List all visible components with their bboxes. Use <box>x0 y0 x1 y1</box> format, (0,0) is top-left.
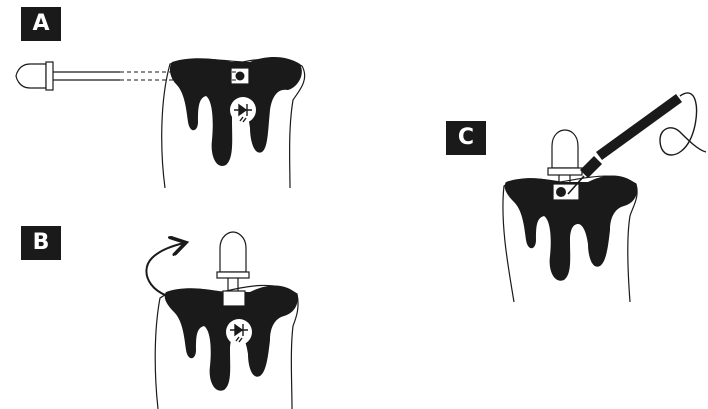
probe-icon <box>567 92 707 195</box>
ink-pattern <box>169 57 302 166</box>
led-icon <box>15 61 120 91</box>
panel-a <box>15 57 306 189</box>
diode-symbol-icon <box>230 323 248 343</box>
panel-c <box>502 92 707 303</box>
panel-b <box>145 231 299 409</box>
diode-symbol-icon <box>234 103 252 123</box>
rotate-arrow-icon <box>145 243 193 301</box>
step-badge-b: B <box>21 226 61 260</box>
socket-pad <box>222 290 246 307</box>
step-badge-c: C <box>446 121 486 155</box>
ink-pattern <box>504 175 638 281</box>
led-icon <box>547 129 583 190</box>
led-icon <box>216 231 250 300</box>
step-badge-a: A <box>21 7 61 41</box>
